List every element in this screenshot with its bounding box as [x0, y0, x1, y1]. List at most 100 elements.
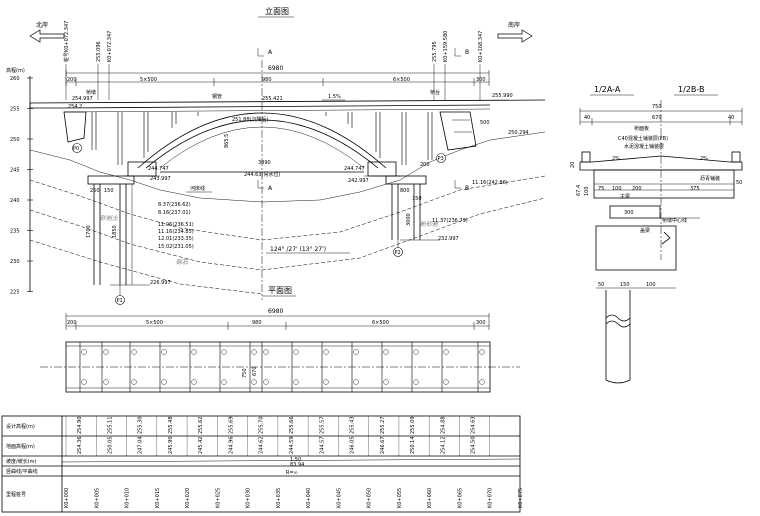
right-pile-level-1: 11.37(236.79)	[432, 218, 468, 224]
right-abutment	[439, 111, 477, 151]
axis-tick-label: 250	[10, 137, 20, 143]
span-dimensions: 6980 200 5×500 980 6×500 300	[65, 65, 490, 86]
pier-label-p3: P3	[438, 156, 444, 162]
design-elevation-cell: 255.70	[259, 417, 265, 435]
slope-value: 1.50	[290, 457, 301, 463]
foot-left: 243.997	[150, 176, 171, 182]
arch-base-right: 244.747	[344, 166, 365, 172]
arch-rise-dim: 865.5	[224, 134, 230, 148]
plan-width-750: 750	[242, 368, 248, 378]
section-bottom-1: 50	[598, 282, 604, 288]
left-pile-level-3: 11.06(236.51)	[158, 222, 194, 228]
ground-layers	[29, 131, 546, 295]
section-marker-a-top: A	[268, 49, 273, 56]
row-label-station: 里程桩号	[6, 491, 26, 498]
deck-level-mid: 255.421	[262, 96, 283, 102]
station-cell: K0+050	[367, 488, 373, 508]
section-dim-67: 67.4	[576, 185, 582, 196]
design-elevation-cell: 255.48	[168, 417, 174, 435]
left-piles	[87, 175, 150, 286]
station-labels-top: 桩号K0+072.347 255.096 K0+072.347 255.795 …	[63, 21, 484, 100]
ground-elevation-cell: 254.12	[440, 437, 446, 455]
section-slope-right: 2%	[700, 156, 708, 162]
section-note-girder: 主梁	[620, 193, 630, 200]
plan-bearing	[161, 349, 167, 355]
right-pile-level-2: 11.16(242.86)	[472, 180, 508, 186]
plan-span-5: 300	[476, 320, 486, 326]
station-top-right-1: 255.795	[432, 41, 438, 62]
elevation-title: 立面图	[265, 6, 289, 16]
left-dim-small-1: 250	[90, 188, 100, 194]
arch-span-dim: 3890	[258, 160, 271, 166]
pile-right-bottom: 232.997	[438, 236, 459, 242]
section-edge-right: 40	[728, 115, 734, 121]
axis-unit-label: 高程(m)	[6, 67, 25, 74]
plan-bearing	[103, 349, 109, 355]
span-3: 980	[262, 77, 272, 83]
plan-bearing	[293, 379, 299, 385]
plan-bearing	[443, 349, 449, 355]
total-length: 6980	[268, 65, 283, 72]
deck-level-left: 254.997	[72, 96, 93, 102]
pier-marker-p0	[72, 143, 82, 153]
plan-span-4: 6×500	[372, 320, 389, 326]
station-cell: K0+045	[336, 488, 342, 508]
pier-marker-p2	[393, 247, 403, 257]
section-cap-beam: 300 桥墩中心线	[595, 205, 700, 271]
section-dim-100: 100	[612, 186, 622, 192]
plan-bearing	[191, 379, 197, 385]
design-elevation-cell: 255.30	[138, 417, 144, 435]
plan-bearings	[79, 342, 485, 392]
right-level: 250.294	[508, 130, 529, 136]
left-pile-level-6: 15.02(231.05)	[158, 244, 194, 250]
station-cell: K0+060	[427, 488, 433, 508]
label-abutment: 桥台	[430, 89, 440, 96]
right-dim-small-3: 150	[412, 196, 422, 202]
ground-elevation-cell: 246.05	[350, 437, 356, 455]
plan-bearing	[251, 349, 257, 355]
section-dim-200: 200	[632, 186, 642, 192]
plan-width-670: 670	[252, 366, 258, 376]
right-piles	[385, 175, 440, 241]
section-note-pier-center: 桥墩中心线	[662, 217, 687, 224]
plan-bearing	[263, 349, 269, 355]
plan-bearing	[353, 379, 359, 385]
left-pile-level-4: 11.16(234.85)	[158, 229, 194, 235]
ground-elevation-cell: 244.59	[289, 437, 295, 455]
plan-bearing	[263, 379, 269, 385]
section-marker-b-bottom: B	[465, 185, 469, 192]
spandrel-columns	[91, 112, 433, 165]
station-top-left-3: K0+072.347	[107, 31, 113, 62]
right-dim-small-1: 200	[420, 162, 430, 168]
design-elevation-cell: 255.27	[380, 417, 386, 435]
left-pile-dim: 1700	[86, 225, 92, 238]
section-width-total: 750	[652, 104, 662, 110]
left-dim-small-2: 150	[104, 188, 114, 194]
station-cell: K0+025	[215, 488, 221, 508]
angle-note: 124° /27' (13° 27')	[270, 246, 326, 253]
station-cell: K0+015	[155, 488, 161, 508]
plan-bearing	[479, 379, 485, 385]
section-note-c40: C40混凝土铺装层(FB)	[618, 135, 668, 142]
station-cell: K0+010	[125, 488, 131, 508]
plan-span-3: 980	[252, 320, 262, 326]
axis-tick-label: 260	[10, 76, 20, 82]
left-pile-dim-2: 1850	[112, 225, 118, 238]
deck-slope: 1.5%	[328, 94, 341, 100]
pier-label-p1: P1	[117, 298, 123, 304]
section-dim-100v: 100	[584, 186, 590, 196]
left-pile-level-1: 8.37(236.62)	[158, 202, 191, 208]
plan-bearing	[443, 379, 449, 385]
section-bottom-2: 150	[620, 282, 630, 288]
pier-marker-p1	[115, 295, 125, 305]
slope-length: 83.94	[290, 462, 304, 468]
section-note-cap: 盖梁	[640, 227, 650, 234]
layer-note-2: 砾石	[176, 259, 189, 266]
label-pier: 桥墩	[86, 89, 96, 96]
axis-tick-label: 225	[10, 290, 20, 296]
section-dim-300: 300	[624, 210, 634, 216]
design-elevation-cell: 255.43	[350, 417, 356, 435]
ground-elevation-cell: 245.42	[198, 437, 204, 455]
riverbed-label: 河床线	[190, 185, 205, 192]
design-elevation-cell: 255.62	[198, 417, 204, 435]
